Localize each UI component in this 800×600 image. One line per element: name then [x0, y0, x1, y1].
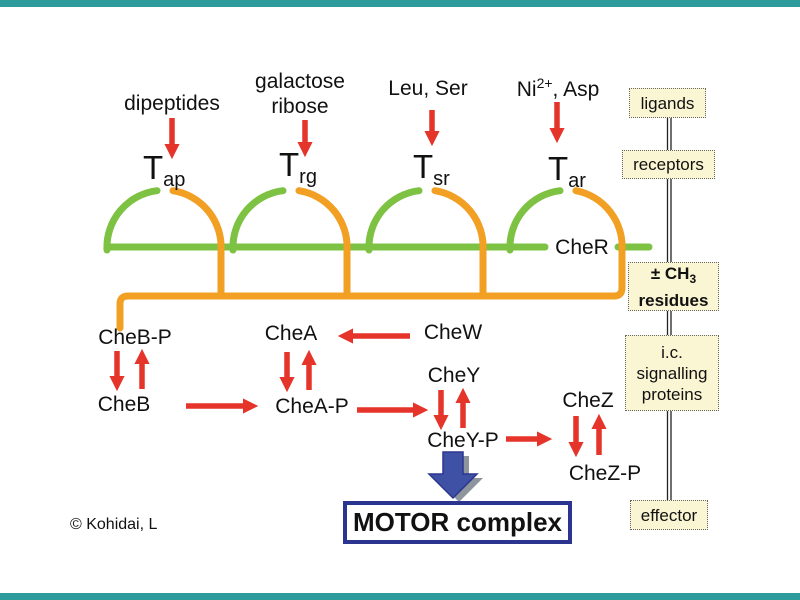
receptor-tar: Tar [548, 150, 586, 193]
receptor-trg-sub: rg [299, 166, 317, 188]
receptor-trg-letter: T [279, 146, 300, 183]
receptor-tsr-sub: sr [433, 168, 450, 190]
receptor-dome-green-arcs [103, 187, 564, 254]
receptor-trg: Trg [279, 146, 317, 189]
chezp-label: CheZ-P [568, 462, 642, 485]
stimulus-galactose-line1: galactose [255, 70, 345, 93]
stimulus-galactose-ribose: galactose ribose [255, 69, 345, 119]
chew-label: CheW [423, 321, 483, 344]
signal-bus [116, 187, 626, 332]
ch3-line2: residues [638, 290, 709, 310]
cher-label: CheR [555, 236, 609, 259]
top-border-bar [0, 0, 800, 7]
stimulus-ni-sup: 2+ [536, 75, 553, 91]
stimulus-leu-ser-label: Leu, Ser [388, 77, 468, 100]
cheyp-label: CheY-P [427, 429, 499, 452]
stimulus-ni-post: , Asp [552, 78, 600, 101]
stimulus-leu-ser: Leu, Ser [388, 76, 467, 101]
sidebar-box-effector: effector [630, 500, 708, 530]
receptor-tap: Tap [143, 149, 185, 192]
receptor-tsr-letter: T [413, 148, 434, 185]
receptor-tar-sub: ar [568, 170, 586, 192]
ch3-sub: 3 [689, 271, 697, 286]
ch3-pre: ± CH [650, 263, 690, 283]
sidebar-box-ligands: ligands [629, 88, 706, 118]
motor-complex-label: MOTOR complex [352, 507, 562, 537]
copyright-text: © Kohidai, L [70, 516, 158, 533]
ch3-line1: ± CH3 [639, 263, 709, 290]
stimulus-dipeptides: dipeptides [124, 91, 220, 116]
receptor-tar-letter: T [548, 150, 569, 187]
stimulus-galactose-line2: ribose [271, 95, 329, 118]
receptor-tap-letter: T [143, 149, 164, 186]
stimulus-dipeptides-label: dipeptides [124, 92, 220, 115]
stimulus-ni-pre: Ni [516, 78, 537, 101]
chea-label: CheA [264, 322, 318, 345]
stimulus-ni-asp: Ni2+, Asp [517, 71, 600, 102]
sidebar-box-ic-signalling: i.c. signalling proteins [625, 335, 719, 411]
sidebar-box-ch3-residues: ± CH3 residues [628, 262, 719, 311]
chez-label: CheZ [562, 389, 614, 412]
ic-line1: i.c. [661, 342, 683, 362]
bottom-border-bar [0, 593, 800, 600]
red-arrows [109, 102, 607, 458]
chebp-label: CheB-P [98, 326, 172, 349]
receptor-dome-orange-arcs [169, 187, 487, 297]
cheb-label: CheB [97, 393, 151, 416]
receptor-tap-sub: ap [163, 169, 186, 191]
motor-complex-box: MOTOR complex [343, 501, 572, 544]
cheap-label: CheA-P [275, 395, 349, 418]
receptor-tsr: Tsr [413, 148, 450, 191]
chey-label: CheY [427, 364, 481, 387]
ic-line2: signalling [636, 363, 708, 383]
sidebar-box-receptors: receptors [622, 150, 715, 179]
motor-block-arrow [427, 451, 483, 502]
ic-line3: proteins [641, 384, 703, 404]
